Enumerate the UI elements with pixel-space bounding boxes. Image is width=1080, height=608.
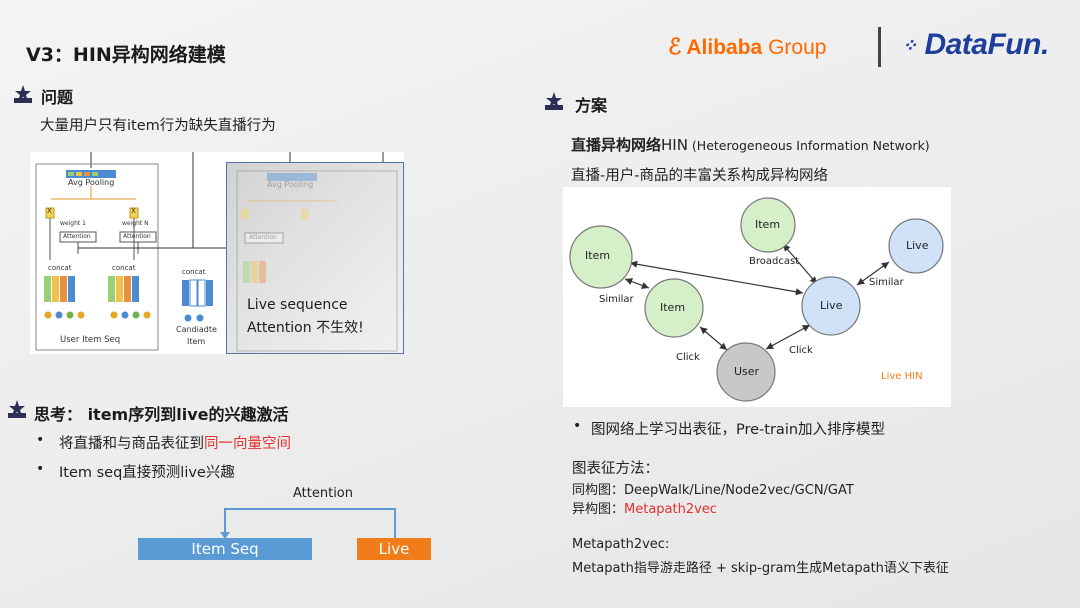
solution-subtitle-bold: 直播异构网络 bbox=[571, 136, 662, 154]
metapath2vec-desc: Metapath指导游走路径 + skip-gram生成Metapath语义下表… bbox=[572, 561, 949, 576]
problem-heading: 问题 bbox=[41, 88, 74, 107]
edge-click-right-label: Click bbox=[789, 345, 813, 356]
datafun-logo: ⁘ DataFun. bbox=[902, 28, 1049, 62]
bullet-dot: • bbox=[36, 432, 45, 448]
thinking-bullet-2: Item seq直接预测live兴趣 bbox=[59, 465, 235, 481]
bullet-dot: • bbox=[573, 418, 582, 434]
user-item-seq-label: User Item Seq bbox=[60, 335, 121, 345]
model-diagram: Avg Pooling X X weight 1 weight N Attent… bbox=[30, 152, 404, 354]
thinking-bullet-1: 将直播和与商品表征到同一向量空间 bbox=[59, 432, 291, 453]
datafun-logo-text: DataFun. bbox=[924, 28, 1049, 61]
attention-label: Attention bbox=[293, 486, 353, 501]
node-live-right-label: Live bbox=[906, 239, 929, 252]
candidate-label-2: Item bbox=[187, 337, 206, 346]
avg-pooling-label: Avg Pooling bbox=[68, 178, 115, 187]
user-node bbox=[716, 342, 776, 402]
live-node-right bbox=[888, 218, 944, 274]
alibaba-group-logo: ℰ Alibaba Group bbox=[668, 34, 826, 60]
problem-text: 大量用户只有item行为缺失直播行为 bbox=[40, 118, 276, 134]
faded-attention-label: Attention bbox=[249, 234, 277, 241]
node-item-left-label: Item bbox=[585, 249, 611, 262]
candidate-label-1: Candiadte bbox=[176, 325, 217, 334]
star-building-icon bbox=[14, 85, 32, 103]
star-building-icon bbox=[545, 92, 563, 110]
homo-label: 同构图： bbox=[572, 483, 625, 498]
weight-n-label: weight N bbox=[122, 220, 149, 227]
weight-1-label: weight 1 bbox=[60, 220, 86, 227]
solution-subtitle: 直播异构网络HIN (Heterogeneous Information Net… bbox=[571, 134, 930, 155]
alibaba-icon: ℰ bbox=[668, 34, 682, 59]
bullet-dot: • bbox=[36, 461, 45, 477]
item-seq-box: Item Seq bbox=[138, 538, 312, 560]
item-node-left bbox=[569, 225, 633, 289]
live-sequence-overlay: Avg Pooling Attention Live sequence Atte… bbox=[226, 162, 404, 354]
node-user-label: User bbox=[734, 365, 760, 378]
node-item-mid-label: Item bbox=[660, 301, 686, 314]
concat-label-3: concat bbox=[182, 268, 206, 276]
edge-broadcast-label: Broadcast bbox=[749, 256, 800, 267]
datafun-dots-icon: ⁘ bbox=[902, 35, 917, 56]
faded-avg-pooling-label: Avg Pooling bbox=[267, 180, 314, 189]
overlay-text-line2: Attention 不生效! bbox=[247, 320, 364, 336]
metapath2vec-title: Metapath2vec: bbox=[572, 537, 670, 552]
hetero-label: 异构图： bbox=[572, 502, 625, 517]
homo-methods-line: 同构图：DeepWalk/Line/Node2vec/GCN/GAT bbox=[572, 479, 854, 498]
thinking-heading: 思考： item序列到live的兴趣激活 bbox=[34, 405, 289, 424]
solution-subtitle-hin: HIN bbox=[661, 136, 688, 154]
edge-click-left-label: Click bbox=[676, 352, 700, 363]
slide-title: V3：HIN异构网络建模 bbox=[26, 44, 226, 66]
concat-label-1: concat bbox=[48, 264, 72, 272]
node-live-center-label: Live bbox=[820, 299, 843, 312]
graph-legend-label: Live HIN bbox=[881, 371, 923, 382]
star-building-icon bbox=[8, 400, 26, 418]
logo-divider bbox=[878, 27, 881, 67]
solution-desc: 直播-用户-商品的丰富关系构成异构网络 bbox=[571, 168, 828, 184]
methods-title: 图表征方法： bbox=[572, 461, 659, 477]
thinking-bullet-1-highlight: 同一向量空间 bbox=[204, 436, 291, 452]
live-box: Live bbox=[357, 538, 431, 560]
edge-similar-right-label: Similar bbox=[869, 277, 904, 288]
solution-subtitle-paren: (Heterogeneous Information Network) bbox=[687, 138, 930, 153]
solution-bullet-1: 图网络上学习出表征，Pre-train加入排序模型 bbox=[591, 422, 886, 438]
multiply-sign-2: X bbox=[131, 207, 136, 215]
attention-arrow bbox=[220, 508, 396, 540]
overlay-text-line1: Live sequence bbox=[247, 297, 348, 313]
hetero-methods: Metapath2vec bbox=[624, 502, 717, 517]
item-node-top bbox=[740, 197, 796, 253]
homo-methods: DeepWalk/Line/Node2vec/GCN/GAT bbox=[624, 483, 854, 498]
attention-box-1: Attention bbox=[63, 233, 91, 240]
alibaba-logo-text: Alibaba bbox=[686, 36, 763, 59]
edge-similar-left-label: Similar bbox=[599, 294, 634, 305]
live-node-center bbox=[801, 276, 861, 336]
attention-box-2: Attention bbox=[123, 233, 151, 240]
item-node-mid bbox=[644, 278, 704, 338]
node-item-top-label: Item bbox=[755, 218, 781, 231]
alibaba-group-text: Group bbox=[768, 36, 827, 59]
hin-graph: Item Item Item Live Live User Broadcast … bbox=[563, 187, 951, 407]
hetero-methods-line: 异构图：Metapath2vec bbox=[572, 498, 717, 517]
solution-heading: 方案 bbox=[575, 96, 608, 115]
concat-label-2: concat bbox=[112, 264, 136, 272]
multiply-sign-1: X bbox=[47, 207, 52, 215]
thinking-bullet-1-text: 将直播和与商品表征到 bbox=[59, 436, 204, 452]
